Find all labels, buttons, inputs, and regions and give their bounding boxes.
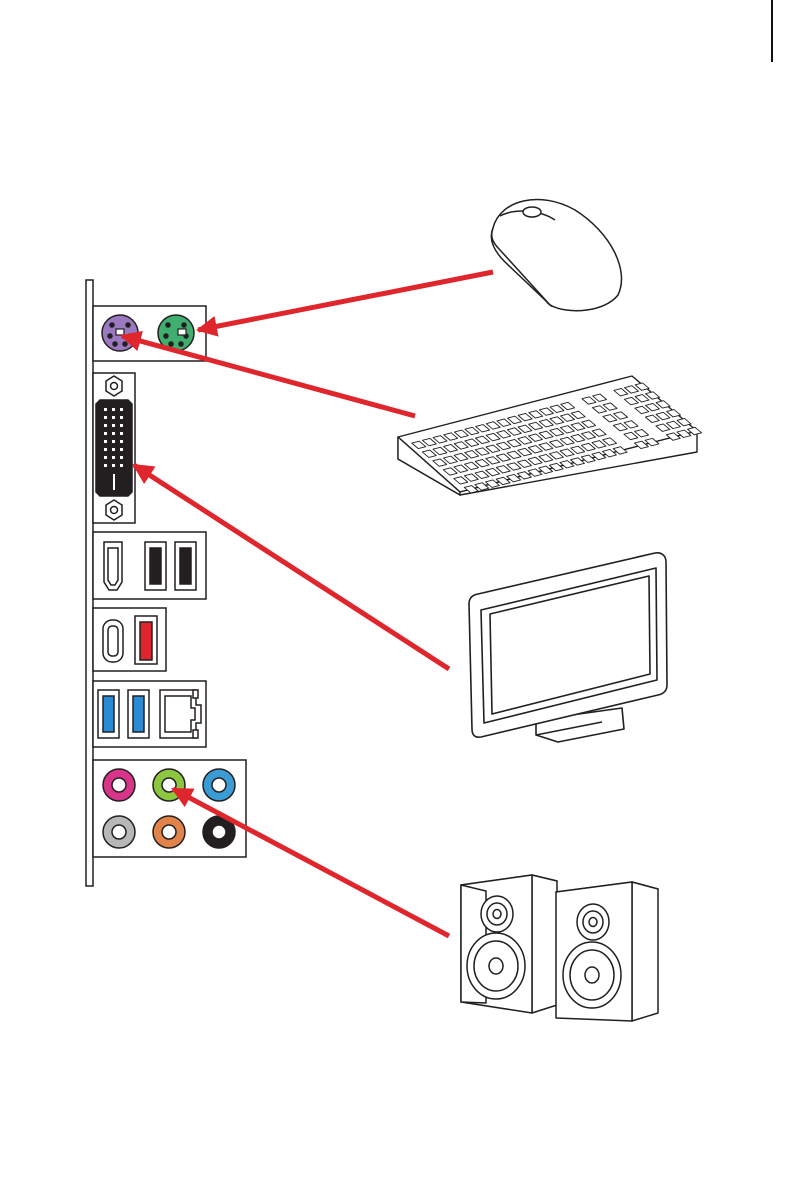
usb-c-port[interactable] xyxy=(103,620,123,662)
speakers-icon xyxy=(461,875,658,1021)
usb3-lan-block xyxy=(93,681,206,747)
dvi-screw-top-icon xyxy=(106,376,122,396)
mouse-icon xyxy=(491,200,621,311)
dvi-screw-bottom-icon xyxy=(106,500,122,520)
usbc-block xyxy=(93,608,166,671)
left-speaker-icon xyxy=(461,875,557,1013)
line-out-jack[interactable] xyxy=(153,769,185,801)
dvi-block xyxy=(93,373,135,523)
lan-port[interactable] xyxy=(160,690,201,738)
usb3-port-2[interactable] xyxy=(128,690,149,738)
right-speaker-icon xyxy=(556,882,658,1021)
audio-jack-pink[interactable] xyxy=(103,769,135,801)
usb2-port-2[interactable] xyxy=(175,542,196,590)
panel-bracket xyxy=(86,280,93,886)
ps2-keyboard-port[interactable] xyxy=(102,315,138,351)
arrow-keyboard-to-ps2 xyxy=(122,336,415,416)
hdmi-port[interactable] xyxy=(104,542,122,590)
audio-jack-orange[interactable] xyxy=(153,816,185,848)
usb3-port-1[interactable] xyxy=(98,690,119,738)
keyboard-icon xyxy=(398,376,702,495)
usb2-port-1[interactable] xyxy=(145,542,166,590)
audio-jack-blue[interactable] xyxy=(203,769,235,801)
arrow-mouse-to-ps2 xyxy=(198,272,493,330)
rear-io-panel xyxy=(86,280,246,886)
usb-red-port[interactable] xyxy=(135,616,157,664)
hdmi-usb-block xyxy=(93,532,206,599)
audio-block xyxy=(93,760,246,857)
audio-jack-gray[interactable] xyxy=(103,816,135,848)
monitor-icon xyxy=(469,553,667,742)
dvi-port[interactable] xyxy=(96,400,132,496)
arrow-speakers-to-audio xyxy=(173,789,449,936)
